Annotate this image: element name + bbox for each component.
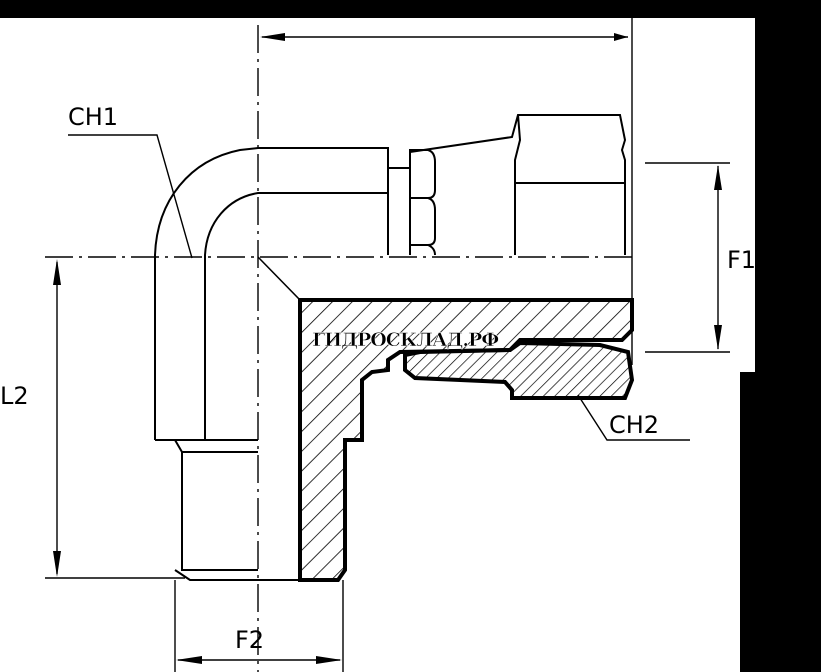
elbow-inner (204, 192, 388, 440)
nut-section (403, 340, 635, 400)
ch2-leader (577, 394, 690, 441)
l2-arrow-top (53, 259, 61, 285)
f2-arrow-left (176, 656, 202, 664)
f1-label: F1 (727, 246, 756, 274)
l2-label: L2 (0, 382, 29, 410)
f1-arrow-bottom (714, 325, 722, 350)
threaded-end (174, 439, 300, 581)
f2-arrow-right (316, 656, 342, 664)
ch1-leader (68, 134, 193, 259)
sleeve (409, 114, 627, 255)
body-diagonal (257, 256, 301, 301)
watermark: ГИДРОСКЛАД.РФ (312, 329, 499, 351)
ch1-label: CH1 (68, 103, 118, 131)
f1-arrow-top (714, 165, 722, 190)
top-dimension-arrow-left (260, 33, 285, 41)
ch2-label: CH2 (609, 411, 659, 439)
body-section (298, 298, 634, 582)
l2-arrow-bottom (53, 551, 61, 577)
nut (388, 149, 436, 256)
elbow-outer (154, 147, 389, 440)
f2-label: F2 (235, 626, 264, 654)
